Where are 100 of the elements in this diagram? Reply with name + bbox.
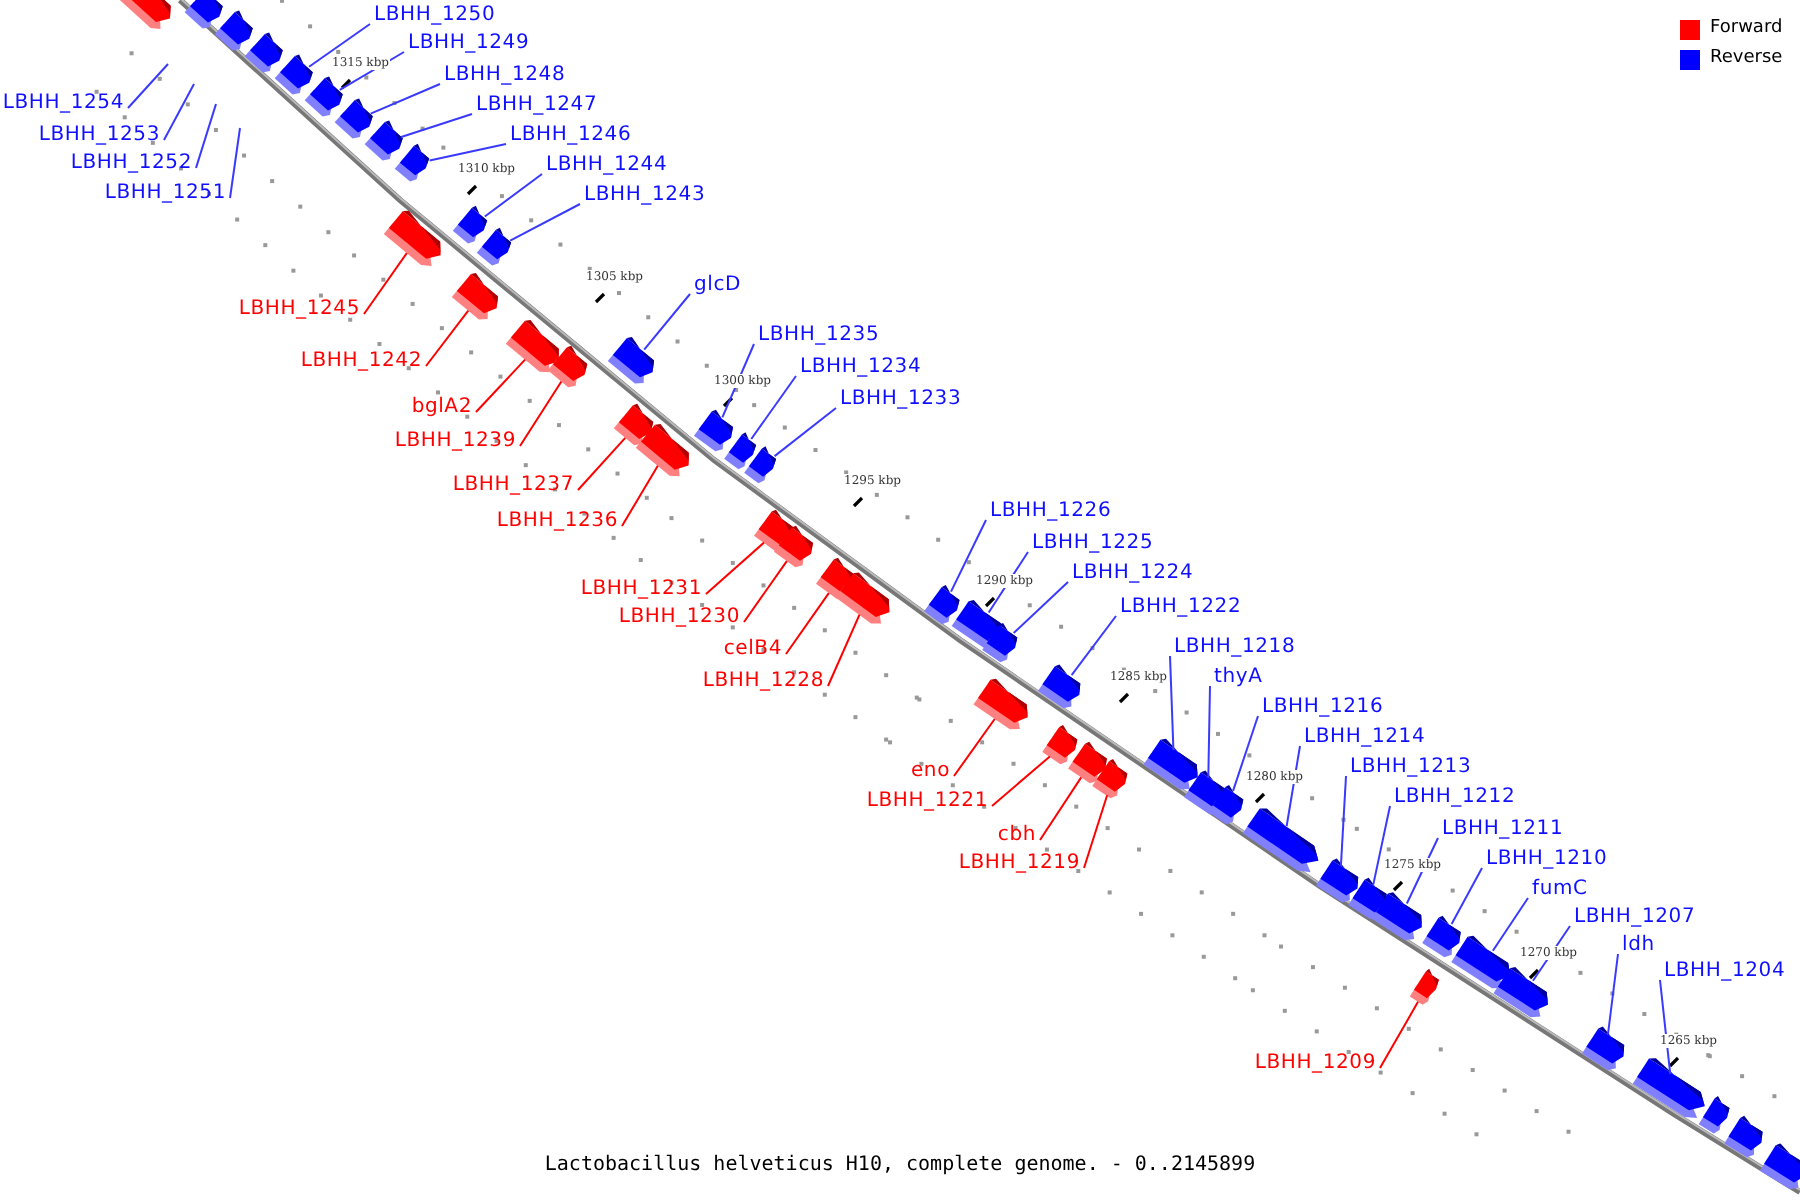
gene-block (635, 424, 689, 477)
leader-line (827, 613, 861, 687)
gene-block (334, 98, 373, 139)
gene-label: LBHH_1237 (452, 474, 574, 498)
gene-label: LBHH_1242 (300, 350, 422, 374)
gene-block (274, 54, 313, 95)
gene-label: fumC (1532, 878, 1588, 902)
leader-line (483, 173, 543, 218)
gene-label: LBHH_1243 (584, 184, 706, 208)
leader-line (519, 380, 563, 447)
leader-line (163, 83, 195, 141)
leader-line (229, 127, 241, 199)
gene-block (1582, 1026, 1625, 1071)
gene-block (744, 446, 777, 484)
gene-label: LBHH_1228 (702, 670, 824, 694)
gene-label: LBHH_1211 (1442, 818, 1564, 842)
caption: Lactobacillus helveticus H10, complete genome. - 0..2145899 (544, 1154, 1256, 1178)
gene-label: LBHH_1244 (546, 154, 668, 178)
gene-block (1451, 935, 1511, 989)
gene-label: LBHH_1234 (800, 356, 922, 380)
gene-label: LBHH_1251 (104, 182, 226, 206)
gene-label: LBHH_1254 (2, 92, 124, 116)
leader-line (1232, 715, 1259, 792)
leader-line (621, 464, 659, 527)
gene-label: LBHH_1224 (1072, 562, 1194, 586)
leader-line (400, 113, 473, 139)
gene-block (1493, 966, 1548, 1018)
gene-label: celB4 (723, 638, 782, 662)
gene-label: LBHH_1230 (618, 606, 740, 630)
leader-line (1339, 775, 1347, 868)
gene-block (1632, 1058, 1705, 1119)
gene-block (724, 432, 757, 470)
gene-block (1698, 1096, 1730, 1134)
leader-line (1207, 685, 1211, 779)
gene-label: LBHH_1225 (1032, 532, 1154, 556)
leader-line (1070, 615, 1117, 677)
gene-block (835, 572, 890, 624)
gene-block (1409, 968, 1439, 1005)
gene-label: LBHH_1245 (238, 298, 360, 322)
gene-block (364, 120, 403, 161)
leader-line (1039, 776, 1083, 841)
leader-line (953, 718, 996, 777)
gene-label: LBHH_1216 (1262, 696, 1384, 720)
gene-block (1042, 724, 1078, 765)
gene-label: LBHH_1247 (476, 94, 598, 118)
gene-label: LBHH_1204 (1664, 960, 1786, 984)
gene-label: bglA2 (411, 396, 472, 420)
gene-block (1143, 738, 1198, 790)
gene-block (1037, 664, 1081, 709)
gene-label: LBHH_1219 (958, 852, 1080, 876)
gene-block (184, 0, 223, 29)
gene-label: ldh (1622, 934, 1655, 958)
gene-label: cbh (997, 824, 1036, 848)
leader-line (773, 407, 837, 458)
gene-label: LBHH_1249 (408, 32, 530, 56)
leader-line (1379, 1000, 1419, 1069)
gene-block (451, 272, 498, 320)
leader-line (643, 293, 691, 351)
gene-block (1371, 892, 1422, 941)
gene-label: LBHH_1231 (580, 578, 702, 602)
legend-label: Reverse (1710, 48, 1783, 70)
gene-block (214, 10, 253, 51)
leader-line (1659, 979, 1672, 1076)
gene-label: LBHH_1235 (758, 324, 880, 348)
gene-block (1316, 858, 1359, 903)
leader-line (705, 541, 765, 595)
leader-line (369, 83, 441, 115)
gene-label: eno (910, 760, 950, 784)
gene-block (1724, 1115, 1763, 1158)
gene-block (1068, 741, 1107, 784)
leader-line (363, 252, 408, 315)
leader-line (1372, 805, 1391, 886)
gene-block (973, 678, 1028, 730)
leader-line (1012, 581, 1069, 635)
gene-block (773, 525, 813, 568)
leader-line (1169, 655, 1175, 751)
gene-label: LBHH_1233 (840, 388, 962, 412)
leader-line (950, 519, 987, 593)
gene-block (1759, 1143, 1800, 1190)
leader-line (195, 103, 217, 169)
gene-block (1208, 784, 1244, 825)
leader-line (991, 755, 1051, 807)
leader-line (1083, 794, 1109, 869)
leader-line (127, 63, 169, 109)
gene-block (547, 345, 588, 388)
gene-block (244, 32, 283, 73)
gene-block (924, 585, 960, 625)
gene-block (118, 0, 171, 29)
leader-line (577, 436, 627, 491)
gene-label: LBHH_1226 (990, 500, 1112, 524)
gene-label: LBHH_1213 (1350, 756, 1472, 780)
gene-block (476, 227, 512, 266)
gene-label: LBHH_1207 (1574, 906, 1696, 930)
gene-label: LBHH_1218 (1174, 636, 1296, 660)
gene-label: LBHH_1221 (866, 790, 988, 814)
gene-label: LBHH_1239 (394, 430, 516, 454)
leader-line (1285, 745, 1301, 828)
gene-block (394, 143, 430, 182)
leader-line (743, 560, 788, 623)
gene-block (383, 210, 441, 266)
